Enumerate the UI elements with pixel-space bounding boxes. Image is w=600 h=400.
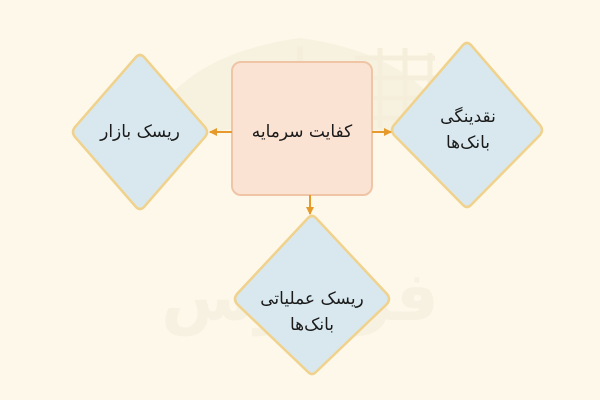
bottom-diamond-shape: [233, 214, 391, 376]
right-node-line1: نقدینگی: [440, 107, 496, 127]
center-node-label: کفایت سرمایه: [232, 110, 372, 154]
center-box-shape: [231, 61, 373, 196]
left-node-text: ریسک بازار: [100, 122, 180, 142]
bottom-node-line1: ریسک عملیاتی: [260, 289, 364, 309]
bottom-node-label: ریسک عملیاتی بانک‌ها: [238, 272, 386, 352]
left-node-label: ریسک بازار: [70, 112, 210, 152]
right-diamond-shape: [390, 41, 544, 209]
center-node-text: کفایت سرمایه: [251, 122, 353, 142]
right-node-line2: بانک‌ها: [446, 133, 491, 153]
right-node-label: نقدینگی بانک‌ها: [398, 90, 538, 170]
left-diamond-shape: [71, 53, 209, 211]
bottom-node-line2: بانک‌ها: [290, 315, 335, 335]
